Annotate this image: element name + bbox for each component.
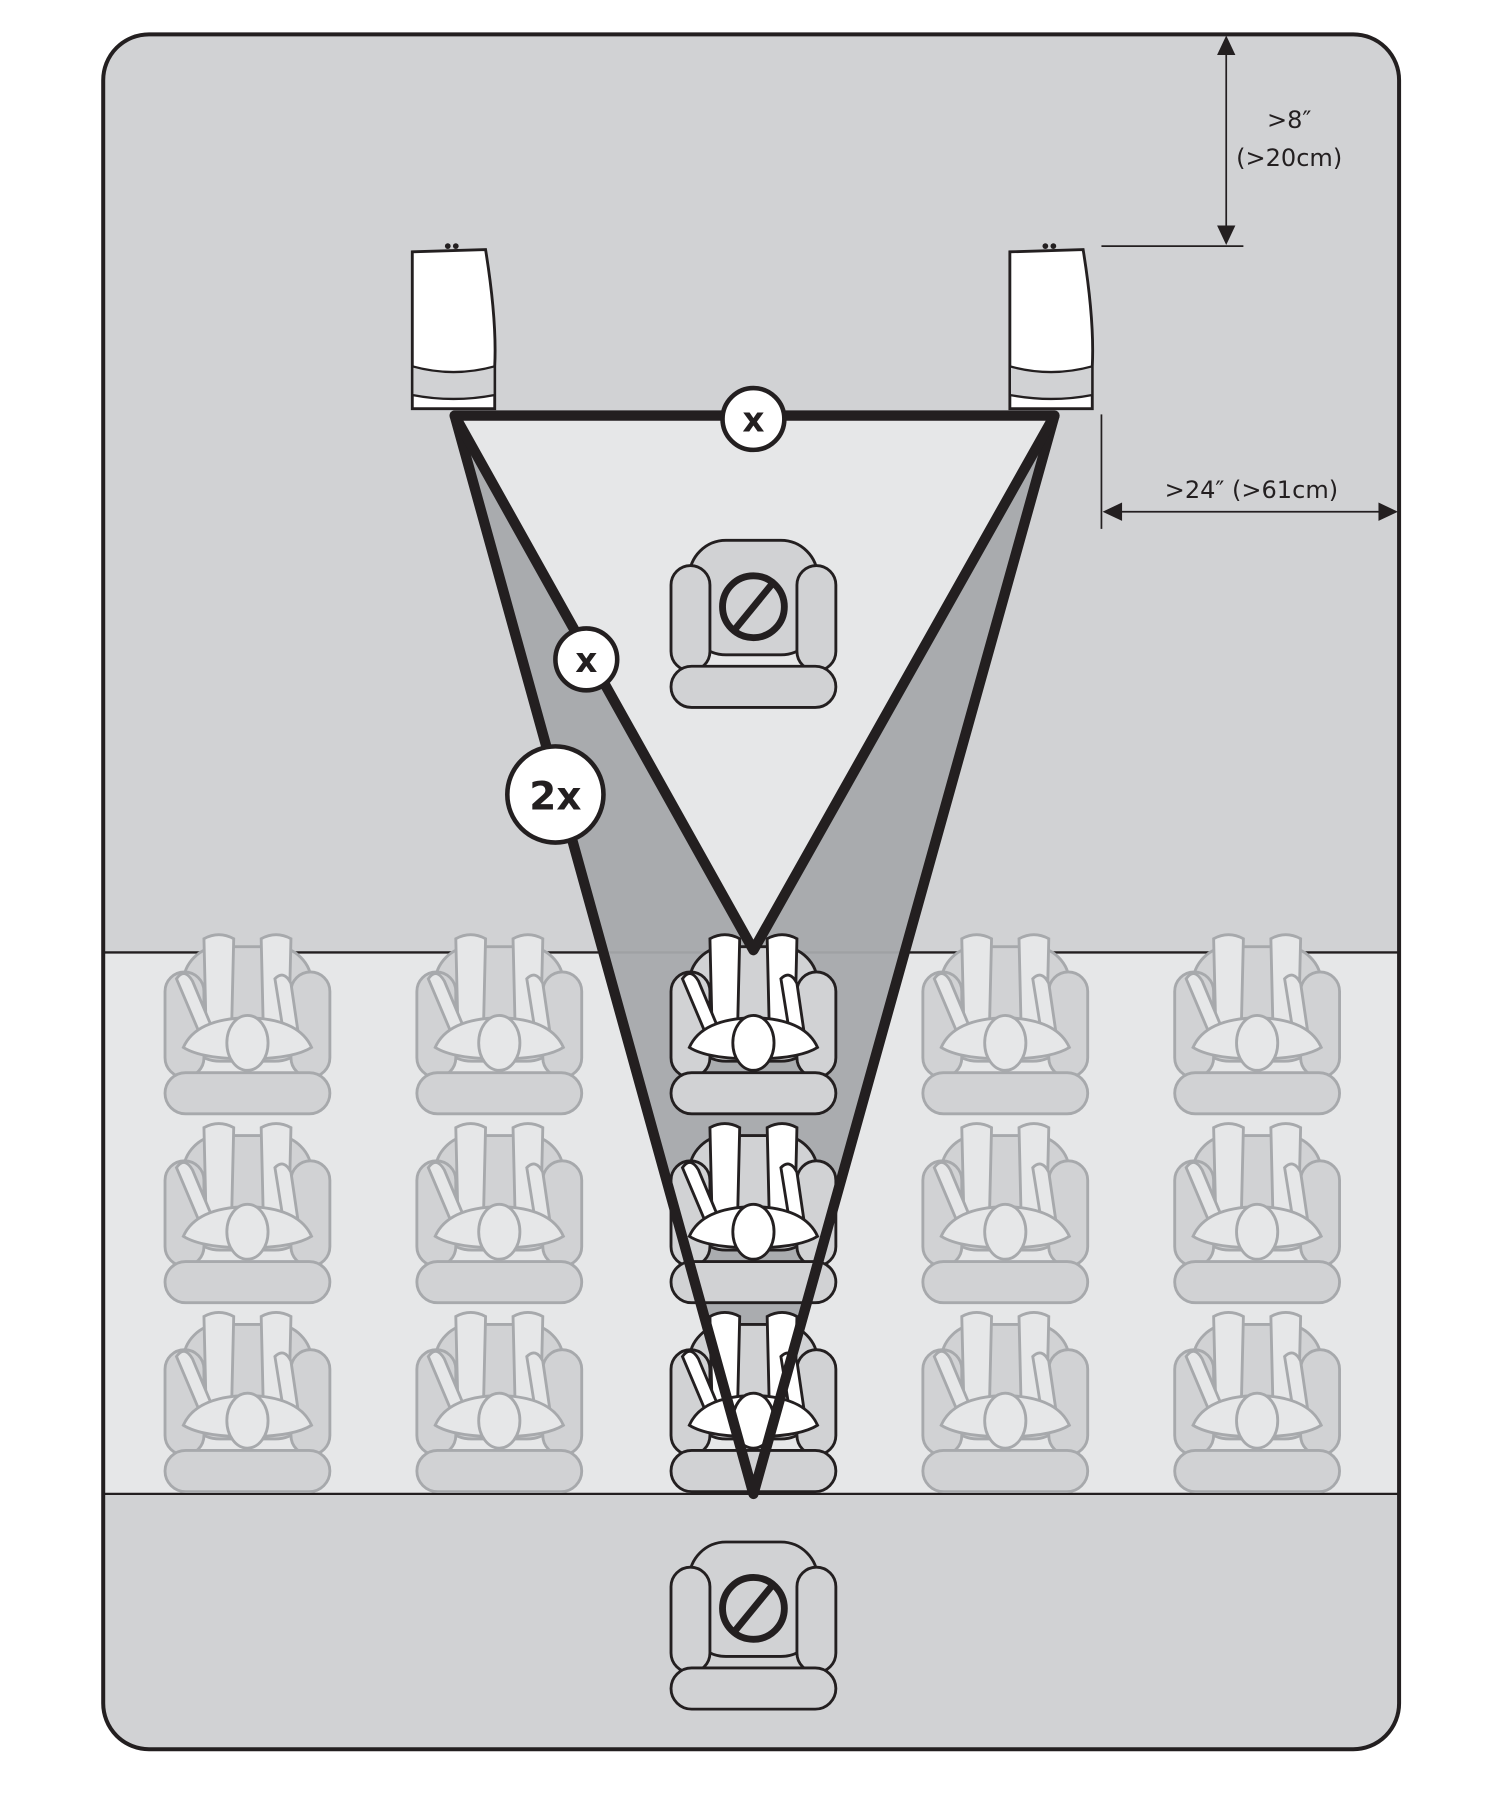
speaker-left	[410, 243, 497, 411]
speaker-spacing-label: x	[742, 401, 764, 441]
listener-seat	[415, 933, 584, 1116]
no-seat-zone-rear	[669, 1540, 838, 1711]
speaker-icon	[1008, 243, 1095, 411]
speaker-icon	[410, 243, 497, 411]
distance-badge-outer: 2x	[505, 744, 606, 845]
speaker-right	[1008, 243, 1095, 411]
listener-seat-active	[669, 1311, 838, 1494]
side-clearance-label: >24″ (>61cm)	[1165, 476, 1338, 504]
rear-clearance-label: >8″	[1267, 106, 1311, 134]
no-symbol-icon	[719, 572, 788, 642]
listener-seat	[163, 1122, 332, 1305]
listener-seat-active	[669, 933, 838, 1116]
listener-seat	[921, 933, 1090, 1116]
seating-grid	[163, 933, 1341, 1494]
listener-seat	[921, 1311, 1090, 1494]
listener-seat	[1173, 1311, 1341, 1494]
room-outline	[101, 32, 1402, 1752]
rear-clearance-metric-label: (>20cm)	[1236, 144, 1342, 172]
listener-seat	[415, 1122, 584, 1305]
listener-seat	[1173, 1122, 1341, 1305]
distance-badge-speaker-spacing: x	[720, 385, 787, 453]
listener-seat	[163, 933, 332, 1116]
listener-seat	[163, 1311, 332, 1494]
inner-distance-label: x	[575, 641, 597, 681]
side-clearance-dimension: >24″ (>61cm)	[1100, 414, 1398, 529]
no-seat-zone-front	[669, 538, 838, 709]
rear-clearance-dimension: >8″ (>20cm)	[1101, 35, 1342, 247]
listener-seat	[415, 1311, 584, 1494]
outer-distance-label: 2x	[529, 774, 581, 819]
listener-seat	[1173, 933, 1341, 1116]
no-symbol-icon	[719, 1574, 788, 1643]
listener-seat	[921, 1122, 1090, 1305]
distance-badge-inner: x	[553, 626, 620, 693]
